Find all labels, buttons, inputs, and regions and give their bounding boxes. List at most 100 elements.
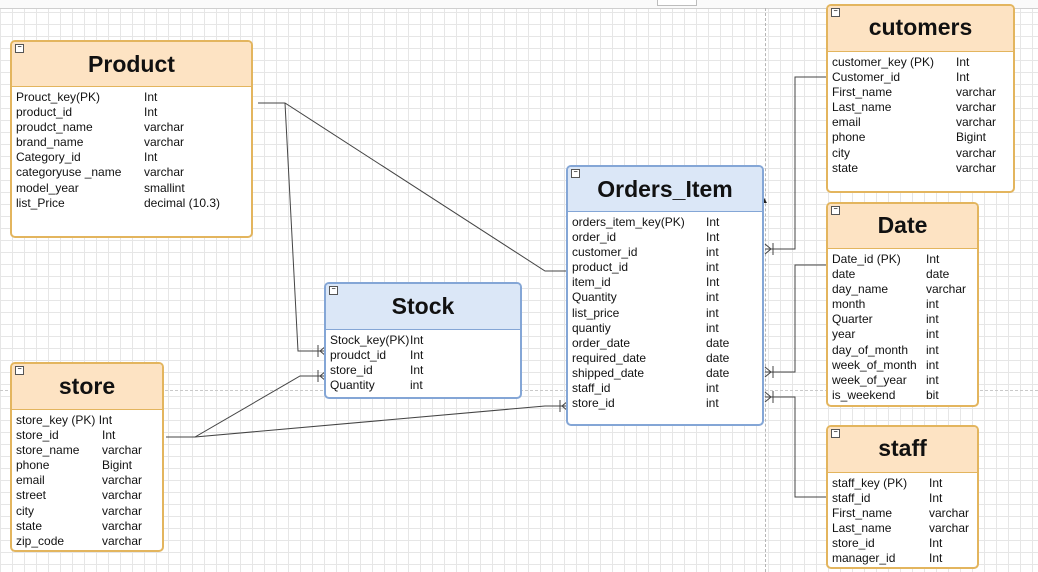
column-type: varchar [102, 473, 143, 488]
column-name: Prouct_key(PK) [16, 90, 101, 104]
collapse-toggle-icon[interactable]: − [831, 8, 840, 17]
collapse-toggle-icon[interactable]: − [15, 366, 24, 375]
column-type: int [926, 357, 939, 372]
column-row[interactable]: customer_key (PK)Int [832, 55, 1013, 70]
entity-header[interactable]: − staff [828, 427, 977, 473]
entity-header[interactable]: − store [12, 364, 162, 410]
column-row[interactable]: staff_key (PK)Int [832, 476, 977, 491]
column-row[interactable]: Prouct_key(PK)Int [16, 90, 251, 105]
scroll-tab[interactable] [657, 0, 697, 6]
collapse-toggle-icon[interactable]: − [831, 429, 840, 438]
column-name: store_id [832, 536, 875, 551]
entity-header[interactable]: − Date [828, 204, 977, 249]
crowfoot-orders-staff [764, 391, 774, 403]
collapse-toggle-icon[interactable]: − [831, 206, 840, 215]
collapse-toggle-icon[interactable]: − [15, 44, 24, 53]
collapse-toggle-icon[interactable]: − [571, 169, 580, 178]
entity-header[interactable]: − Orders_Item [568, 167, 762, 212]
column-type: int [706, 305, 719, 320]
column-type: Int [926, 252, 940, 266]
collapse-toggle-icon[interactable]: − [329, 286, 338, 295]
column-name: staff_key (PK) [832, 476, 908, 490]
link-product-orders [258, 102, 568, 272]
entity-header[interactable]: − Product [12, 42, 251, 87]
link-store-orders [194, 405, 568, 438]
column-row[interactable]: Stock_key(PK)Int [330, 333, 520, 348]
column-row[interactable]: orders_item_key(PK)Int [572, 215, 762, 230]
column-type: varchar [926, 282, 967, 297]
column-row[interactable]: store_key (PK) Int [16, 413, 162, 428]
column-name: quantiy [572, 320, 611, 335]
column-type: varchar [929, 506, 970, 521]
column-type: varchar [102, 533, 143, 548]
column-name: orders_item_key(PK) [572, 215, 685, 229]
column-type: bit [926, 387, 939, 402]
entity-header[interactable]: − Stock [326, 284, 520, 330]
entity-header[interactable]: − cutomers [828, 6, 1013, 52]
column-row[interactable]: Date_id (PK)Int [832, 252, 977, 267]
column-type: Int [102, 428, 116, 443]
column-name: store_key (PK) Int [16, 413, 113, 427]
column-type: date [706, 335, 730, 350]
column-name: shipped_date [572, 365, 645, 380]
